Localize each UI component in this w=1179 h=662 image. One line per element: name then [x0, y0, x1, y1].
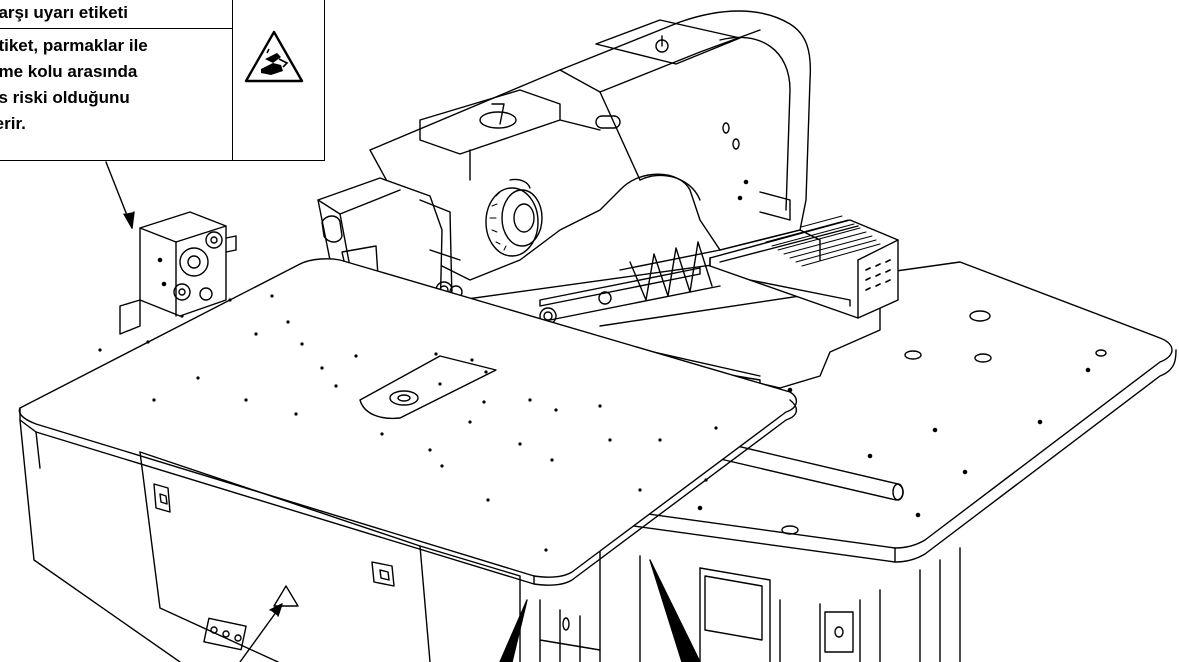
left-cabinet	[19, 419, 601, 662]
warning-triangle-icon	[273, 585, 299, 607]
right-table-frame	[599, 539, 961, 662]
sewing-machine-arm	[369, 10, 821, 281]
callout-line-1: etiket, parmaklar ile	[0, 36, 148, 55]
machine-bed	[459, 215, 899, 393]
leader-lines	[105, 161, 283, 662]
pointer-wedge-right	[649, 559, 701, 662]
hand-pinch-warning-icon	[244, 30, 304, 83]
warning-label-callout: karşı uyarı etiketi etiket, parmaklar il…	[0, 0, 325, 161]
handwheel	[485, 178, 543, 257]
callout-line-4: terir.	[0, 114, 26, 133]
thread-tension-unit	[119, 211, 237, 335]
pointer-wedge-left	[499, 599, 528, 662]
left-table	[18, 258, 797, 586]
callout-title: karşı uyarı etiketi	[0, 0, 233, 29]
callout-line-2: eme kolu arasında	[0, 62, 138, 81]
callout-body: etiket, parmaklar ile eme kolu arasında …	[0, 29, 233, 160]
callout-line-3: as riski olduğunu	[0, 88, 130, 107]
